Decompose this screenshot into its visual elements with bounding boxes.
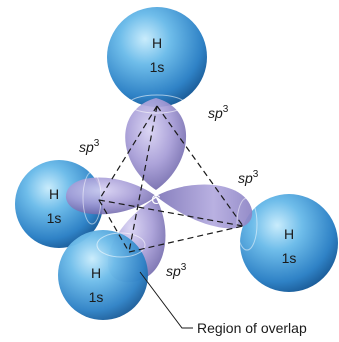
- hydrogen-right-orbital: 1s: [282, 250, 297, 266]
- sp3-label-lower: sp3: [166, 262, 187, 279]
- hydrogen-bottom-symbol: H: [91, 265, 101, 281]
- carbon-label: C: [151, 192, 160, 207]
- overlap-rim-top: [128, 94, 186, 114]
- edge-left-bottom: [98, 199, 130, 253]
- sp3-lobe-right: [156, 184, 253, 229]
- hydrogen-sphere-bottom: [58, 230, 148, 320]
- sp3-label-upper-left: sp3: [79, 138, 100, 155]
- overlap-rim-left: [82, 171, 102, 225]
- hydrogen-left-symbol: H: [49, 186, 59, 202]
- overlap-callout-label: Region of overlap: [197, 320, 307, 336]
- sp3-label-upper-right: sp3: [208, 104, 229, 121]
- tetrahedron-edges: [98, 105, 244, 253]
- hydrogen-top-orbital: 1s: [150, 59, 165, 75]
- hydrogen-right-symbol: H: [284, 226, 294, 242]
- sp3-label-right: sp3: [238, 169, 259, 186]
- edge-top-right: [156, 105, 244, 227]
- edge-top-bottom: [128, 105, 158, 253]
- overlap-callout-line: [139, 271, 193, 329]
- sp3-lobe-top: [125, 98, 187, 190]
- hydrogen-sphere-top: [107, 7, 207, 107]
- sp3-lobe-left: [65, 177, 156, 215]
- edge-top-left: [98, 105, 158, 201]
- hydrogen-sphere-right: [240, 194, 338, 292]
- overlap-rim-bottom: [96, 232, 146, 258]
- overlap-rim-right: [236, 197, 258, 251]
- hydrogen-left-orbital: 1s: [47, 210, 62, 226]
- edge-left-right: [98, 199, 244, 227]
- hydrogen-atom-top: [107, 7, 207, 107]
- hydrogen-atom-right: [240, 194, 338, 292]
- hydrogen-atom-bottom: [58, 230, 148, 320]
- hydrogen-top-symbol: H: [152, 35, 162, 51]
- hydrogen-bottom-orbital: 1s: [89, 289, 104, 305]
